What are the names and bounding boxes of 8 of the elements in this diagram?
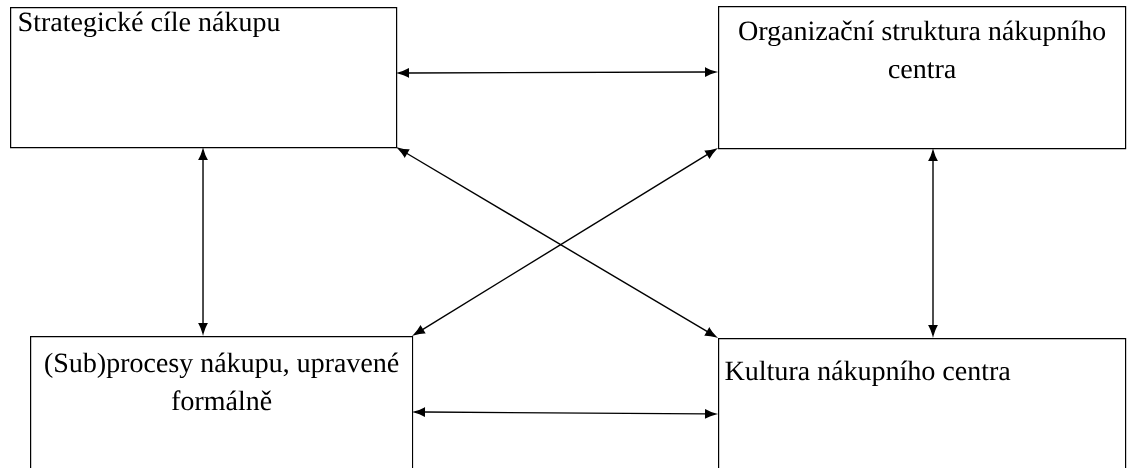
arrow	[198, 149, 208, 334]
arrow	[398, 67, 716, 78]
process-box: Strategické cíle nákupu	[10, 7, 398, 149]
arrow	[414, 407, 716, 419]
process-box: Kultura nákupního centra	[718, 338, 1127, 468]
arrow	[928, 150, 938, 336]
process-box: (Sub)procesy nákupu, upravené formálně	[30, 336, 414, 468]
process-box: Organizační struktura nákupního centra	[718, 6, 1127, 150]
